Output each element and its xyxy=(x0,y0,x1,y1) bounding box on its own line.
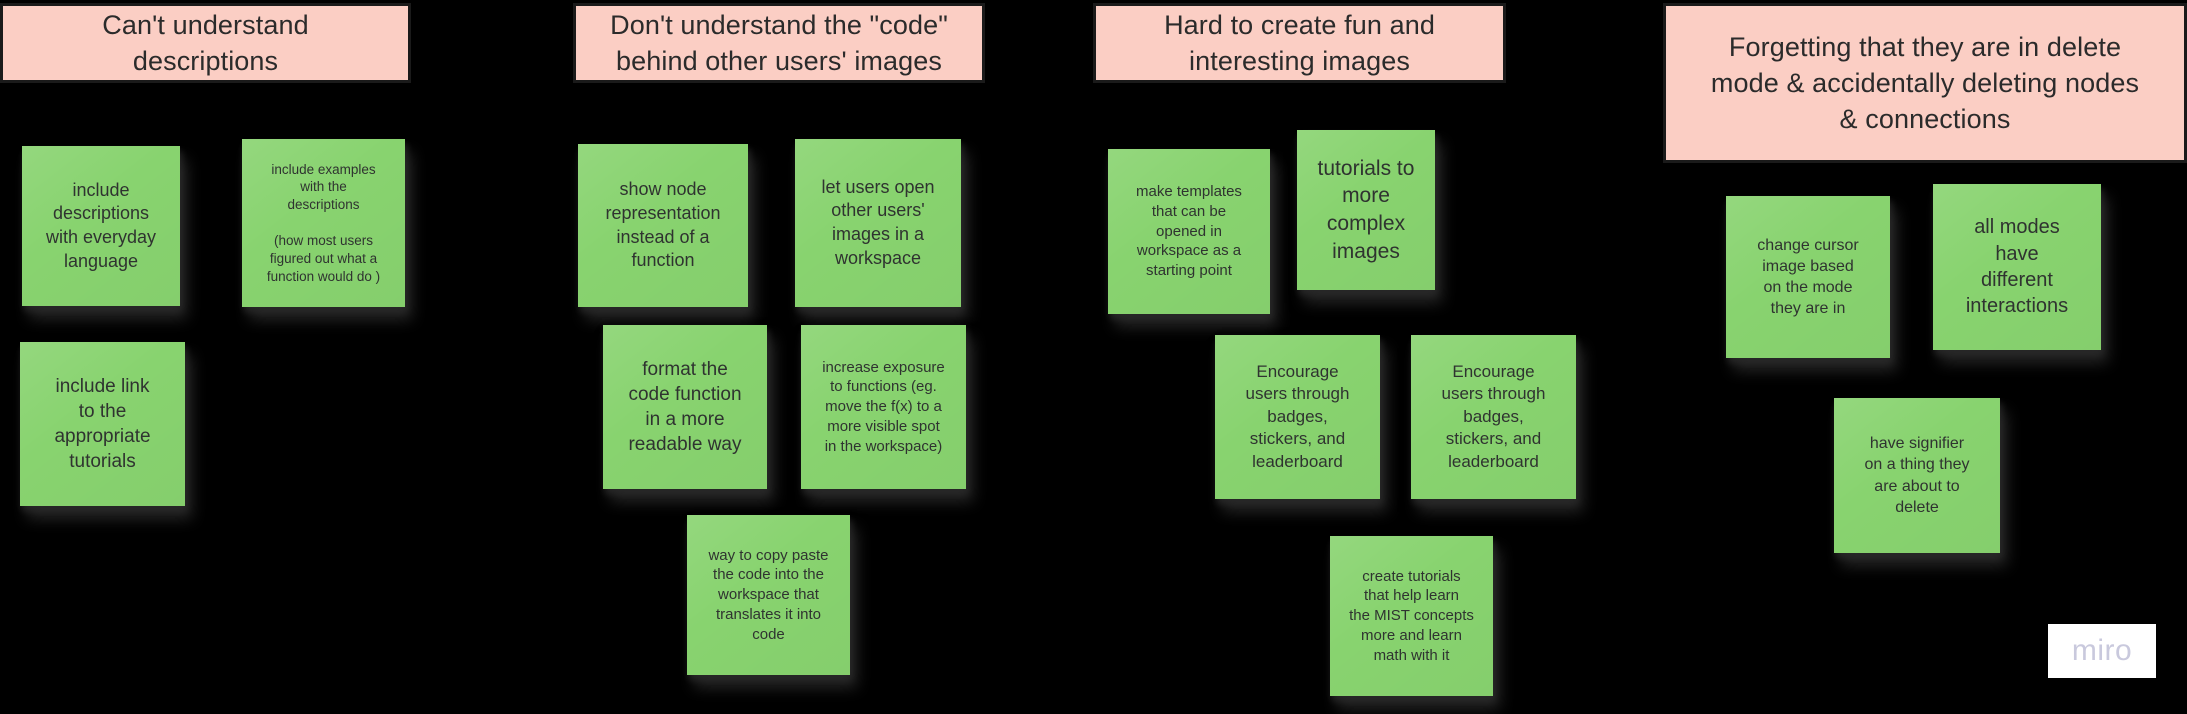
sticky-note-text: way to copy paste the code into the work… xyxy=(708,546,829,643)
sticky-note-format-code-function[interactable]: format the code function in a more reada… xyxy=(603,325,767,489)
sticky-note-text: all modes have different interactions xyxy=(1965,216,2069,318)
header-card-label: Don't understand the "code" behind other… xyxy=(610,9,948,76)
sticky-note-text: change cursor image based on the mode th… xyxy=(1757,236,1859,318)
header-card-column-2[interactable]: Don't understand the "code" behind other… xyxy=(573,3,985,83)
header-card-label: Can't understand descriptions xyxy=(102,9,309,76)
sticky-note-text: include descriptions with everyday langu… xyxy=(45,179,157,271)
sticky-note-text: tutorials to more complex images xyxy=(1317,156,1415,263)
sticky-note-copy-paste-code[interactable]: way to copy paste the code into the work… xyxy=(687,515,850,675)
sticky-note-text: let users open other users' images in a … xyxy=(821,176,935,268)
sticky-note-increase-exposure[interactable]: increase exposure to functions (eg. move… xyxy=(801,325,966,489)
sticky-note-text: Encourage users through badges, stickers… xyxy=(1245,361,1350,471)
sticky-note-text: create tutorials that help learn the MIS… xyxy=(1349,567,1474,664)
sticky-note-let-users-open[interactable]: let users open other users' images in a … xyxy=(795,139,961,307)
sticky-note-include-examples[interactable]: include examples with the descriptions (… xyxy=(242,139,405,307)
sticky-note-show-node-representation[interactable]: show node representation instead of a fu… xyxy=(578,144,748,307)
sticky-note-include-link[interactable]: include link to the appropriate tutorial… xyxy=(20,342,185,506)
sticky-note-text: format the code function in a more reada… xyxy=(628,358,742,456)
sticky-note-text: increase exposure to functions (eg. move… xyxy=(822,358,945,455)
sticky-note-change-cursor-image[interactable]: change cursor image based on the mode th… xyxy=(1726,196,1890,358)
sticky-note-all-modes-different[interactable]: all modes have different interactions xyxy=(1933,184,2101,350)
header-card-label: Hard to create fun and interesting image… xyxy=(1164,9,1435,76)
sticky-note-encourage-users-2[interactable]: Encourage users through badges, stickers… xyxy=(1411,335,1576,499)
sticky-note-text: have signifier on a thing they are about… xyxy=(1864,435,1970,516)
sticky-note-text: make templates that can be opened in wor… xyxy=(1136,183,1242,280)
sticky-note-text: include link to the appropriate tutorial… xyxy=(54,375,151,473)
sticky-note-include-descriptions[interactable]: include descriptions with everyday langu… xyxy=(22,146,180,306)
sticky-note-text: show node representation instead of a fu… xyxy=(605,179,721,271)
sticky-note-encourage-users-1[interactable]: Encourage users through badges, stickers… xyxy=(1215,335,1380,499)
sticky-note-create-tutorials-mist[interactable]: create tutorials that help learn the MIS… xyxy=(1330,536,1493,696)
sticky-note-text: Encourage users through badges, stickers… xyxy=(1441,361,1546,471)
sticky-note-text: include examples with the descriptions (… xyxy=(266,161,381,284)
header-card-column-4[interactable]: Forgetting that they are in delete mode … xyxy=(1663,3,2187,163)
sticky-note-tutorials-complex-images[interactable]: tutorials to more complex images xyxy=(1297,130,1435,290)
miro-logo-label: miro xyxy=(2071,634,2133,667)
sticky-note-make-templates[interactable]: make templates that can be opened in wor… xyxy=(1108,149,1270,314)
header-card-column-1[interactable]: Can't understand descriptions xyxy=(0,3,411,83)
miro-logo: miro xyxy=(2048,624,2156,678)
header-card-label: Forgetting that they are in delete mode … xyxy=(1710,31,2140,135)
sticky-note-have-signifier[interactable]: have signifier on a thing they are about… xyxy=(1834,398,2000,553)
header-card-column-3[interactable]: Hard to create fun and interesting image… xyxy=(1093,3,1506,83)
